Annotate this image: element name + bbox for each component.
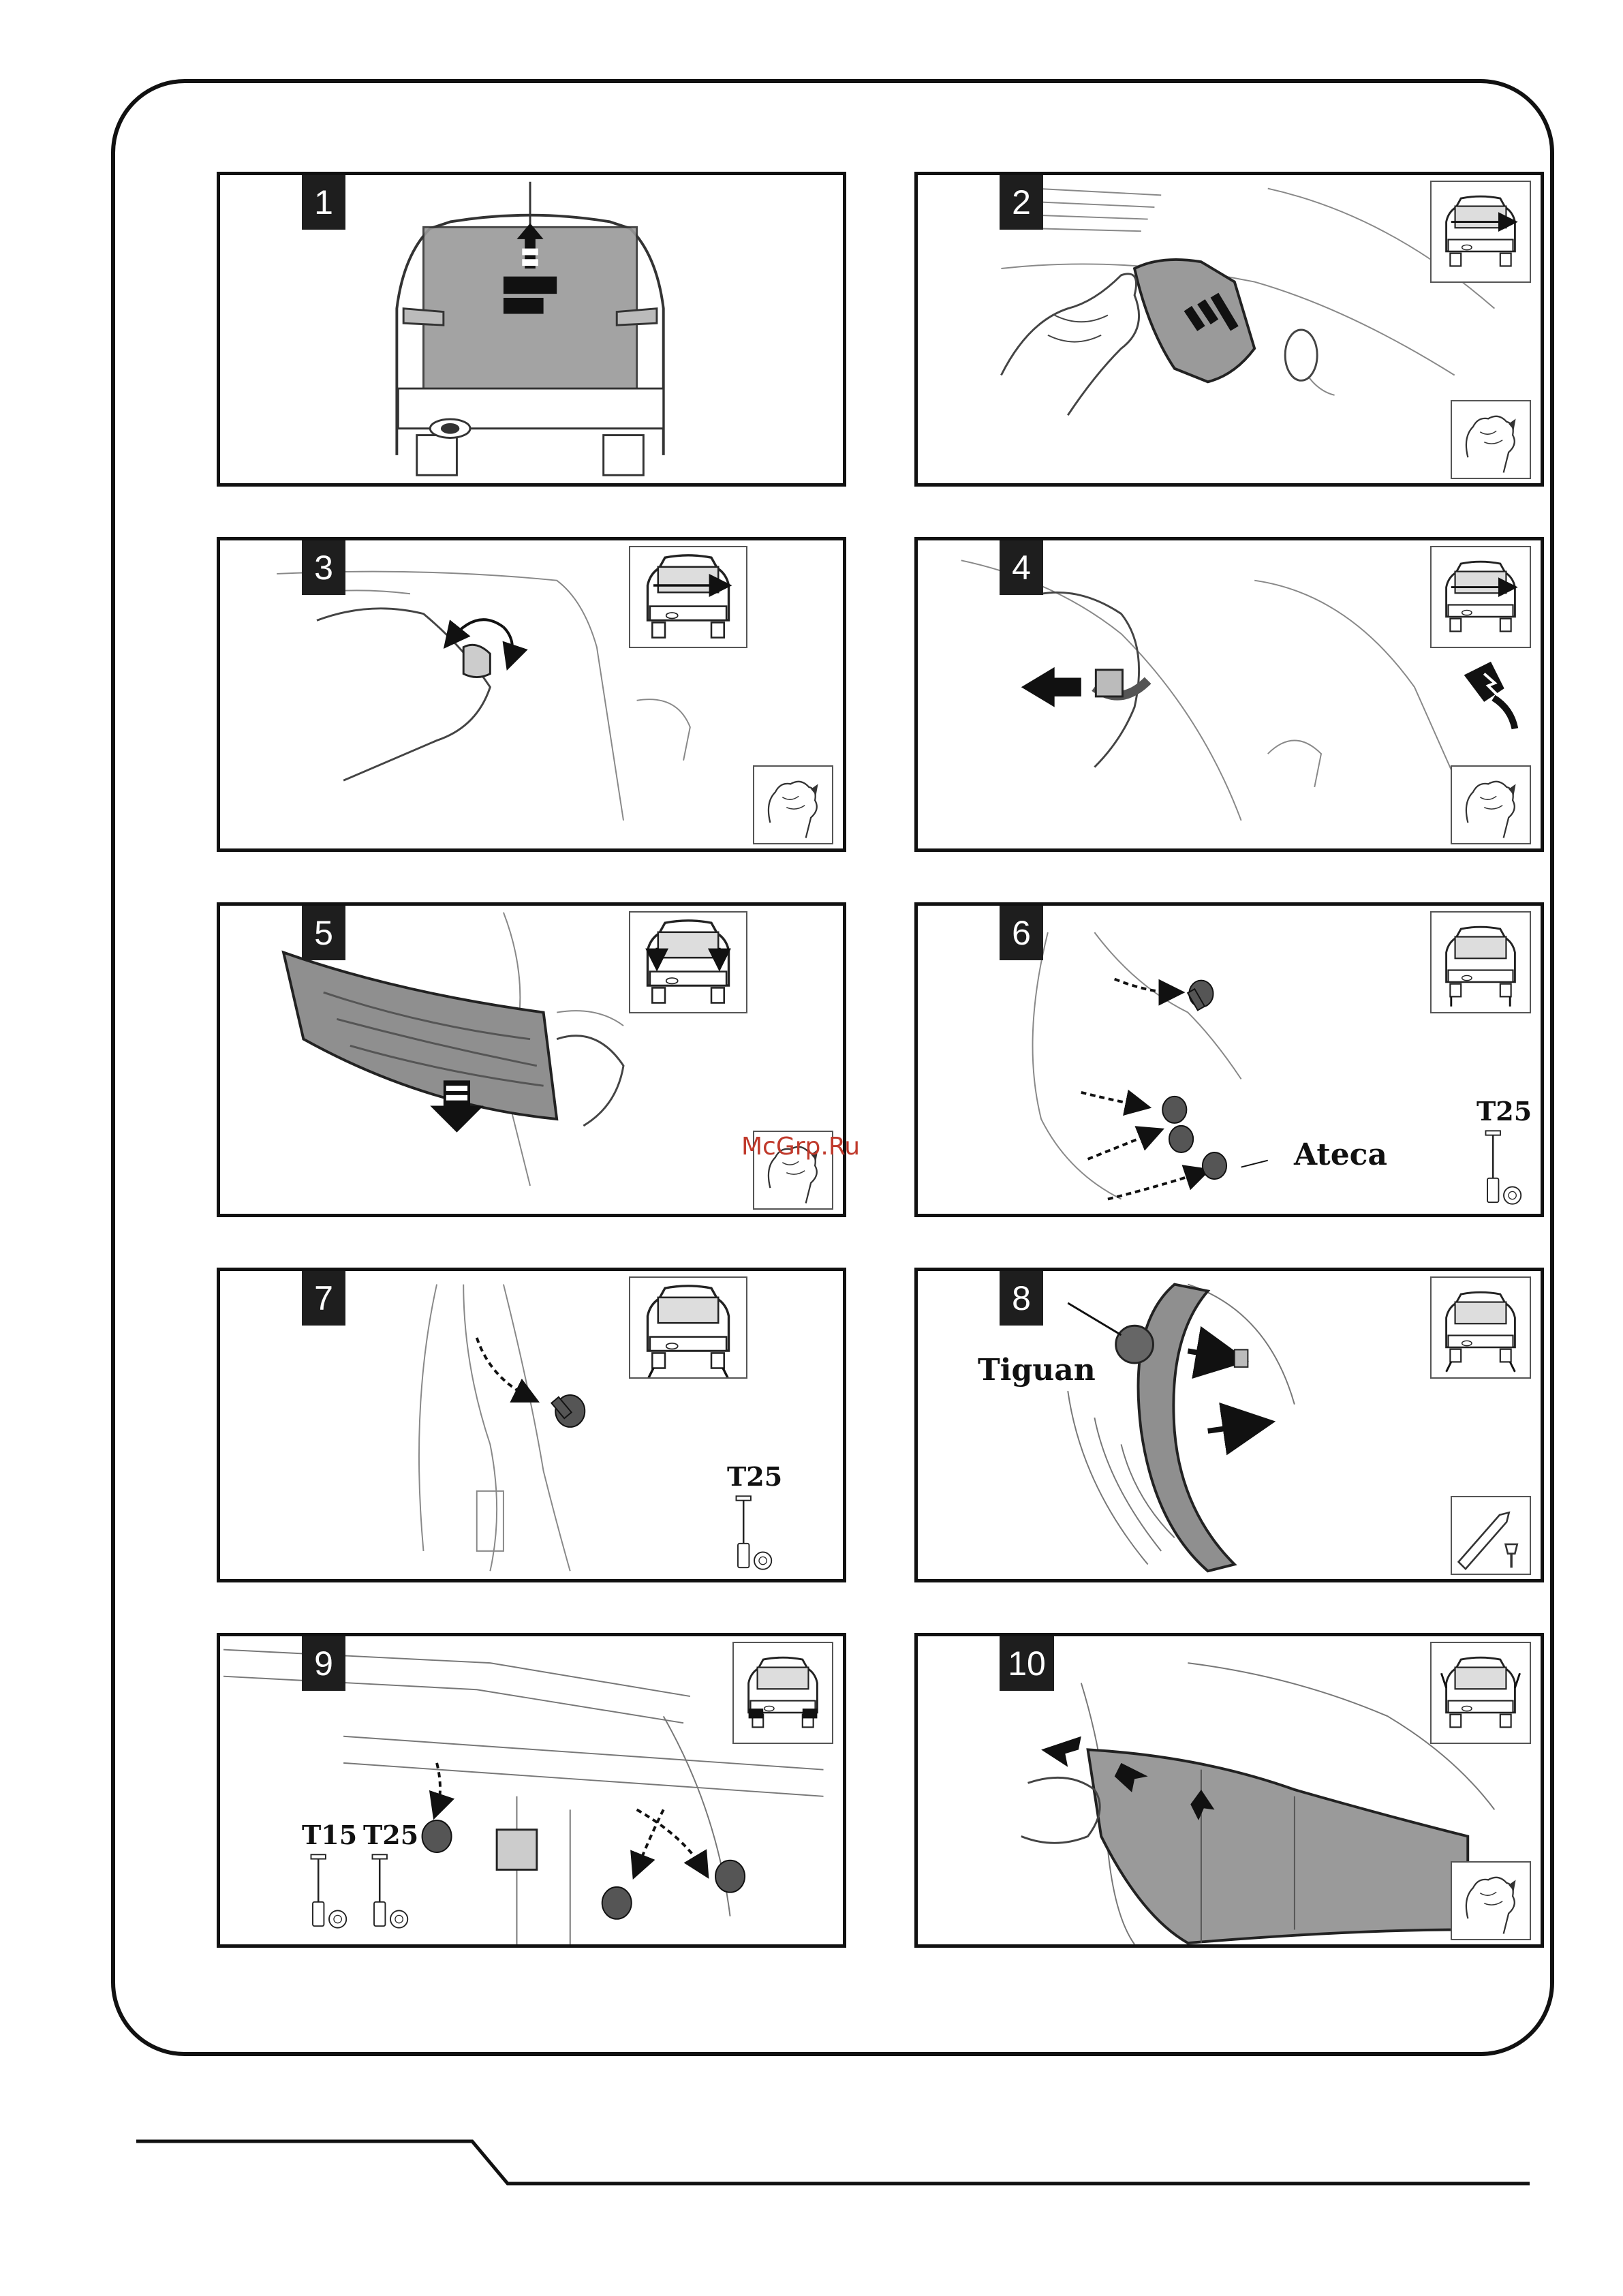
- step-4-panel: 4: [914, 537, 1544, 852]
- step-9-panel: 9 T15 T25: [217, 1633, 846, 1948]
- vehicle-label-tiguan: Tiguan: [978, 1353, 1096, 1388]
- step-number: 2: [1000, 175, 1043, 230]
- step-6-panel: 6 Ateca T25: [914, 902, 1544, 1217]
- glove-hand-icon: [753, 765, 833, 844]
- car-rear-icon: [1430, 546, 1531, 648]
- step-3-panel: 3: [217, 537, 846, 852]
- vehicle-label-ateca: Ateca: [1294, 1137, 1387, 1172]
- step-8-panel: 8 Tiguan: [914, 1268, 1544, 1582]
- torx-key-icon: T25: [363, 1820, 418, 1936]
- tool-label-t25: T25: [363, 1820, 418, 1850]
- glove-hand-icon: [1451, 1861, 1531, 1940]
- car-rear-icon: [1430, 1276, 1531, 1379]
- unplug-connector-icon: [1451, 655, 1531, 735]
- glove-hand-icon: [1451, 400, 1531, 479]
- step-10-panel: 10: [914, 1633, 1544, 1948]
- step-number: 10: [1000, 1636, 1054, 1691]
- car-rear-icon: [1430, 911, 1531, 1013]
- tool-label-t15: T15: [302, 1820, 356, 1850]
- car-rear-icon: [629, 546, 747, 648]
- step-number: 9: [302, 1636, 345, 1691]
- step-1-panel: 1: [217, 172, 846, 487]
- tool-label-t25: T25: [727, 1462, 782, 1492]
- car-rear-icon: [629, 911, 747, 1013]
- step-number: 5: [302, 906, 345, 960]
- step-number: 3: [302, 540, 345, 595]
- step-5-panel: 5: [217, 902, 846, 1217]
- watermark: McGrp.Ru: [741, 1133, 860, 1161]
- trim-removal-tool-icon: [1451, 1496, 1531, 1575]
- step-number: 1: [302, 175, 345, 230]
- torx-key-icon: T25: [1477, 1097, 1531, 1212]
- step-7-panel: 7 T25: [217, 1268, 846, 1582]
- step-number: 4: [1000, 540, 1043, 595]
- torx-key-icon: T25: [727, 1462, 782, 1578]
- car-rear-icon: [1430, 181, 1531, 283]
- tool-label-t25: T25: [1477, 1097, 1531, 1127]
- step-number: 7: [302, 1271, 345, 1326]
- step-number: 8: [1000, 1271, 1043, 1326]
- car-rear-icon: [629, 1276, 747, 1379]
- step-2-panel: 2: [914, 172, 1544, 487]
- torx-key-icon: T15: [302, 1820, 356, 1936]
- step-number: 6: [1000, 906, 1043, 960]
- car-rear-icon: [1430, 1642, 1531, 1744]
- car-rear-icon: [732, 1642, 833, 1744]
- glove-hand-icon: [1451, 765, 1531, 844]
